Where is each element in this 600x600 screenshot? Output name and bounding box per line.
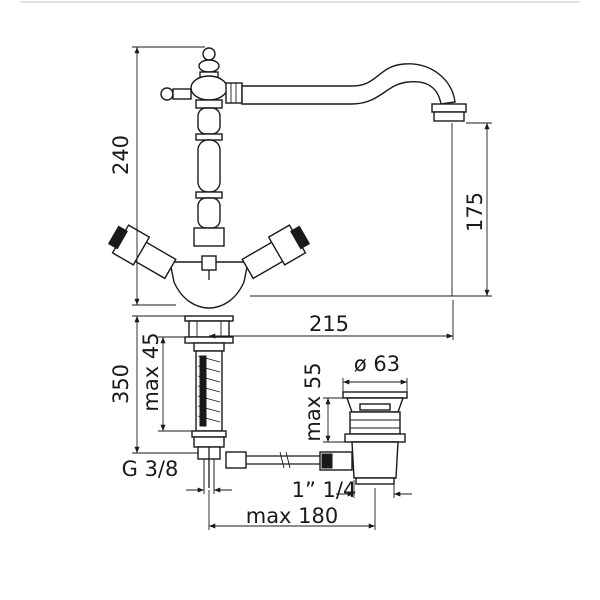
dim-240: 240 <box>109 135 133 175</box>
dim-1-1-4: 1” 1/4 <box>292 478 357 502</box>
lift-rod-clamp <box>225 451 247 469</box>
mixer-body <box>169 261 249 309</box>
dim-g-3-8: G 3/8 <box>122 457 179 481</box>
spout <box>241 63 456 105</box>
right-handle <box>241 224 311 280</box>
dim-175: 175 <box>463 192 487 232</box>
faucet-top-ball <box>190 75 228 101</box>
column-lower <box>197 197 221 229</box>
dim-max-45: max 45 <box>139 332 163 411</box>
dimension-lines <box>132 46 492 530</box>
column-upper <box>197 107 221 135</box>
spout-aerator <box>431 103 467 113</box>
dim-diameter-63: ø 63 <box>354 352 400 376</box>
dim-350: 350 <box>109 364 133 404</box>
finial-knob <box>202 47 216 61</box>
faucet <box>107 47 467 488</box>
dim-max-180: max 180 <box>246 504 339 528</box>
dim-max-55: max 55 <box>301 362 325 441</box>
left-handle <box>107 224 177 280</box>
spout-collar <box>225 82 243 104</box>
waste-body <box>349 411 401 435</box>
waste-tail <box>351 441 399 479</box>
popup-waste <box>225 391 408 485</box>
waste-flange <box>342 391 408 399</box>
column-middle <box>197 139 221 193</box>
dim-215: 215 <box>309 312 349 336</box>
